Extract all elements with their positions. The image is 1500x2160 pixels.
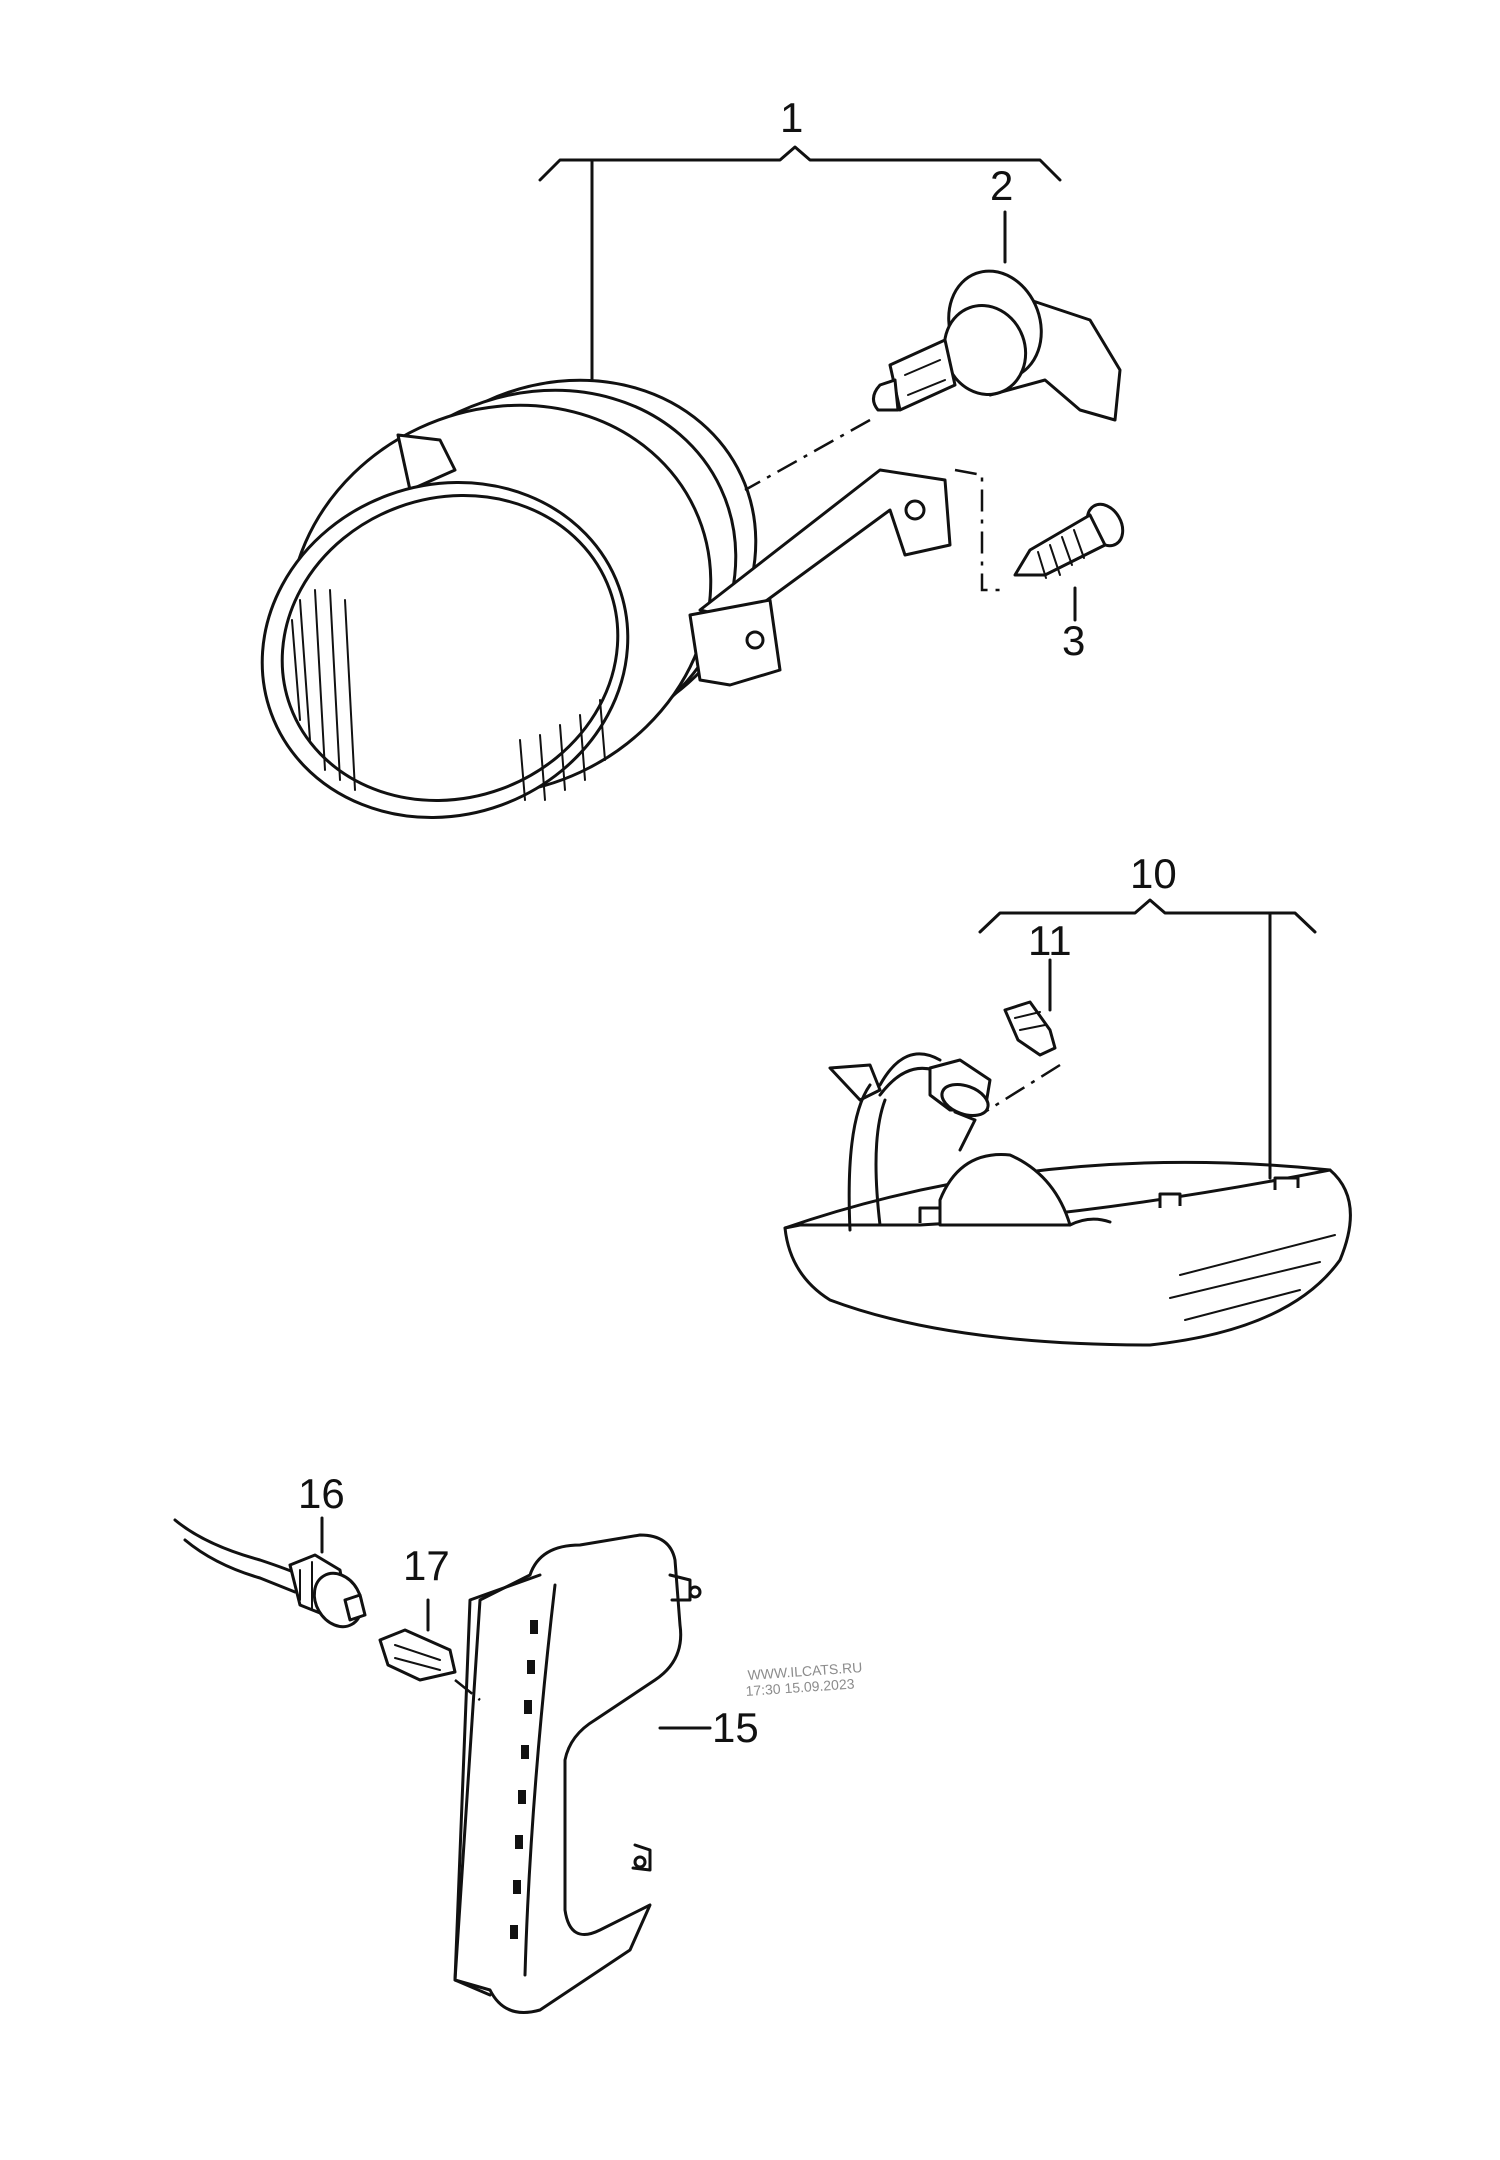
- callout-bracket-1: [538, 145, 1062, 382]
- fog-lamp-assembly[interactable]: [215, 317, 952, 868]
- axis-line-bulb: [744, 418, 871, 492]
- axis-line-screw: [954, 468, 1000, 592]
- tapping-screw[interactable]: [1013, 498, 1130, 579]
- axis-line-wedge-17: [454, 1679, 481, 1701]
- wedge-bulb-17[interactable]: [378, 1628, 457, 1682]
- turn-signal-assembly[interactable]: [783, 1052, 1352, 1347]
- watermark-line-1: WWW.ILCATS.RU: [747, 1659, 863, 1683]
- callout-1: 1: [780, 94, 803, 141]
- callout-17: 17: [403, 1542, 450, 1589]
- bulb-socket-with-wire[interactable]: [173, 1518, 371, 1635]
- callout-3: 3: [1062, 617, 1085, 664]
- axis-line-wedge-11: [979, 1063, 1061, 1117]
- watermark-line-2: 17:30 15.09.2023: [745, 1675, 855, 1699]
- wedge-bulb-11[interactable]: [1003, 1000, 1057, 1057]
- h-bulb[interactable]: [872, 258, 1122, 422]
- callout-16: 16: [298, 1470, 345, 1517]
- callout-2: 2: [990, 162, 1013, 209]
- callout-11: 11: [1028, 917, 1072, 964]
- callout-15: 15: [712, 1704, 759, 1751]
- callout-10: 10: [1130, 850, 1177, 897]
- side-marker-light[interactable]: [453, 1533, 702, 2014]
- callout-bracket-10: [978, 898, 1317, 1180]
